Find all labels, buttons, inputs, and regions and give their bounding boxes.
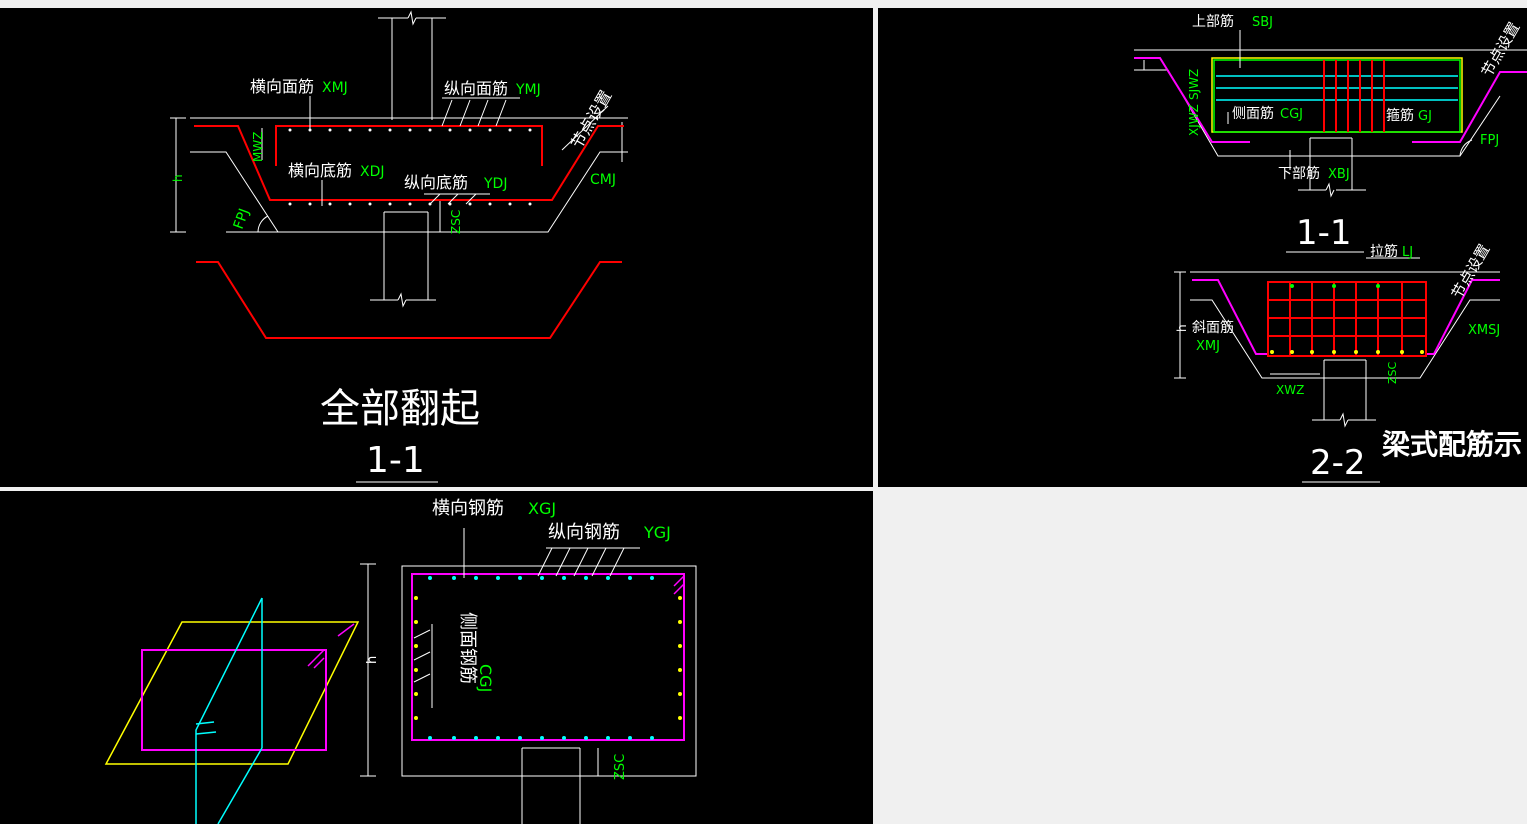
label-cgj-cn-col: 侧面钢筋 bbox=[457, 612, 478, 684]
label-lj-cn: 拉筋 bbox=[1370, 243, 1398, 260]
title-full-bend: 全部翻起 bbox=[320, 386, 480, 432]
label-xmsj: XMSJ bbox=[1468, 323, 1500, 338]
title-beam-style: 梁式配筋示 bbox=[1381, 428, 1522, 461]
section-cyan-dots bbox=[428, 576, 654, 740]
iso-magenta-rect bbox=[141, 649, 327, 751]
label-fpj-beam: FPJ bbox=[1480, 133, 1499, 148]
iso-yellow-plane bbox=[104, 621, 360, 765]
beam-1-1-rebar bbox=[1134, 57, 1527, 143]
section-lines bbox=[360, 528, 640, 824]
beam-2-2-slope-rebar bbox=[1192, 279, 1500, 355]
label-zsc-beam: ZSC bbox=[1386, 361, 1399, 384]
section-label-beam-1-1: 1-1 bbox=[1296, 213, 1352, 253]
beam-1-1-stirrups-red bbox=[1323, 60, 1385, 132]
beam-2-2-outline bbox=[1174, 257, 1500, 483]
section-label-1-1: 1-1 bbox=[366, 440, 425, 481]
label-ymj-code: YMJ bbox=[515, 82, 541, 98]
label-cgj-code-col: CGJ bbox=[476, 664, 495, 692]
viewport-column-base[interactable]: 横向钢筋 XGJ 纵向钢筋 YGJ 侧面钢筋 CGJ h ZSC bbox=[0, 491, 873, 824]
label-fpj: FPJ bbox=[231, 207, 253, 232]
empty-viewport bbox=[873, 487, 1527, 824]
viewport-beam-style[interactable]: 上部筋 SBJ 节点设置 SJWZ XJWZ 侧面筋 CGJ 箍筋 GJ FPJ… bbox=[878, 8, 1527, 487]
label-ydj-code: YDJ bbox=[483, 176, 507, 192]
label-cmj: CMJ bbox=[590, 172, 616, 188]
beam-1-1-outline bbox=[1134, 49, 1527, 253]
section-yellow-dots bbox=[414, 596, 682, 720]
label-lj-code: LJ bbox=[1402, 245, 1413, 260]
drawing-beam-style: 上部筋 SBJ 节点设置 SJWZ XJWZ 侧面筋 CGJ 箍筋 GJ FPJ… bbox=[1134, 13, 1527, 483]
pedestal-outline bbox=[401, 565, 697, 777]
label-ydj-cn: 纵向底筋 bbox=[404, 173, 468, 192]
label-gj-cn: 箍筋 bbox=[1386, 107, 1414, 124]
label-xwz: XWZ bbox=[1276, 383, 1304, 397]
label-node: 节点设置 bbox=[567, 87, 615, 152]
iso-hooks bbox=[307, 623, 355, 669]
label-xmj-cn: 横向面筋 bbox=[250, 77, 314, 96]
section-rebar-frame bbox=[411, 573, 685, 741]
label-xdj-cn: 横向底筋 bbox=[288, 161, 352, 180]
beam-1-1-leaders bbox=[1227, 30, 1473, 170]
drawing-full-bend: 横向面筋 XMJ 纵向面筋 YMJ 节点设置 MWZ h 横向底筋 XDJ 纵向… bbox=[170, 10, 628, 483]
label-h: h bbox=[171, 174, 185, 182]
label-xmj-code: XMJ bbox=[322, 80, 348, 96]
label-xjwz: XJWZ bbox=[1187, 104, 1201, 136]
label-ygj-code: YGJ bbox=[643, 523, 671, 542]
label-xdj-code: XDJ bbox=[360, 164, 385, 180]
label-ymj-cn: 纵向面筋 bbox=[444, 79, 508, 98]
drawing-column-base: 横向钢筋 XGJ 纵向钢筋 YGJ 侧面钢筋 CGJ h ZSC bbox=[104, 498, 697, 824]
label-zsc-col: ZSC bbox=[613, 754, 628, 780]
label-xgj-code: XGJ bbox=[528, 499, 556, 518]
iso-cyan-bars bbox=[195, 597, 263, 824]
label-zsc: ZSC bbox=[449, 210, 463, 234]
section-label-2-2: 2-2 bbox=[1310, 443, 1366, 483]
rebar-main bbox=[194, 125, 624, 339]
label-xbj-code: XBJ bbox=[1328, 167, 1350, 182]
label-h-beam: h bbox=[1175, 324, 1189, 332]
label-xgj-cn: 横向钢筋 bbox=[432, 498, 504, 519]
label-cgj-code: CGJ bbox=[1280, 107, 1303, 122]
label-mwz: MWZ bbox=[251, 132, 265, 162]
label-cgj-cn: 侧面筋 bbox=[1232, 105, 1274, 122]
column-top bbox=[378, 10, 446, 120]
beam-2-2-grid bbox=[1267, 281, 1427, 357]
top-border bbox=[0, 0, 1527, 6]
label-xmj-beam-code: XMJ bbox=[1196, 339, 1220, 354]
beam-2-2-top-dots bbox=[1290, 284, 1380, 288]
viewport-full-bend-section[interactable]: 横向面筋 XMJ 纵向面筋 YMJ 节点设置 MWZ h 横向底筋 XDJ 纵向… bbox=[0, 8, 873, 487]
leader-lines bbox=[257, 96, 609, 233]
beam-2-2-dots bbox=[1270, 350, 1424, 354]
pit-outline bbox=[170, 117, 628, 308]
label-sbj-code: SBJ bbox=[1252, 15, 1273, 30]
label-xbj-cn: 下部筋 bbox=[1278, 165, 1320, 182]
label-xmj-beam-cn: 斜面筋 bbox=[1192, 319, 1234, 336]
rebar-dots bbox=[288, 128, 532, 206]
label-h-col: h bbox=[365, 656, 380, 664]
label-ygj-cn: 纵向钢筋 bbox=[548, 522, 620, 543]
label-sjwz: SJWZ bbox=[1187, 69, 1201, 100]
section-hooks bbox=[673, 575, 685, 595]
label-sbj-cn: 上部筋 bbox=[1192, 13, 1234, 30]
label-gj-code: GJ bbox=[1418, 109, 1432, 124]
